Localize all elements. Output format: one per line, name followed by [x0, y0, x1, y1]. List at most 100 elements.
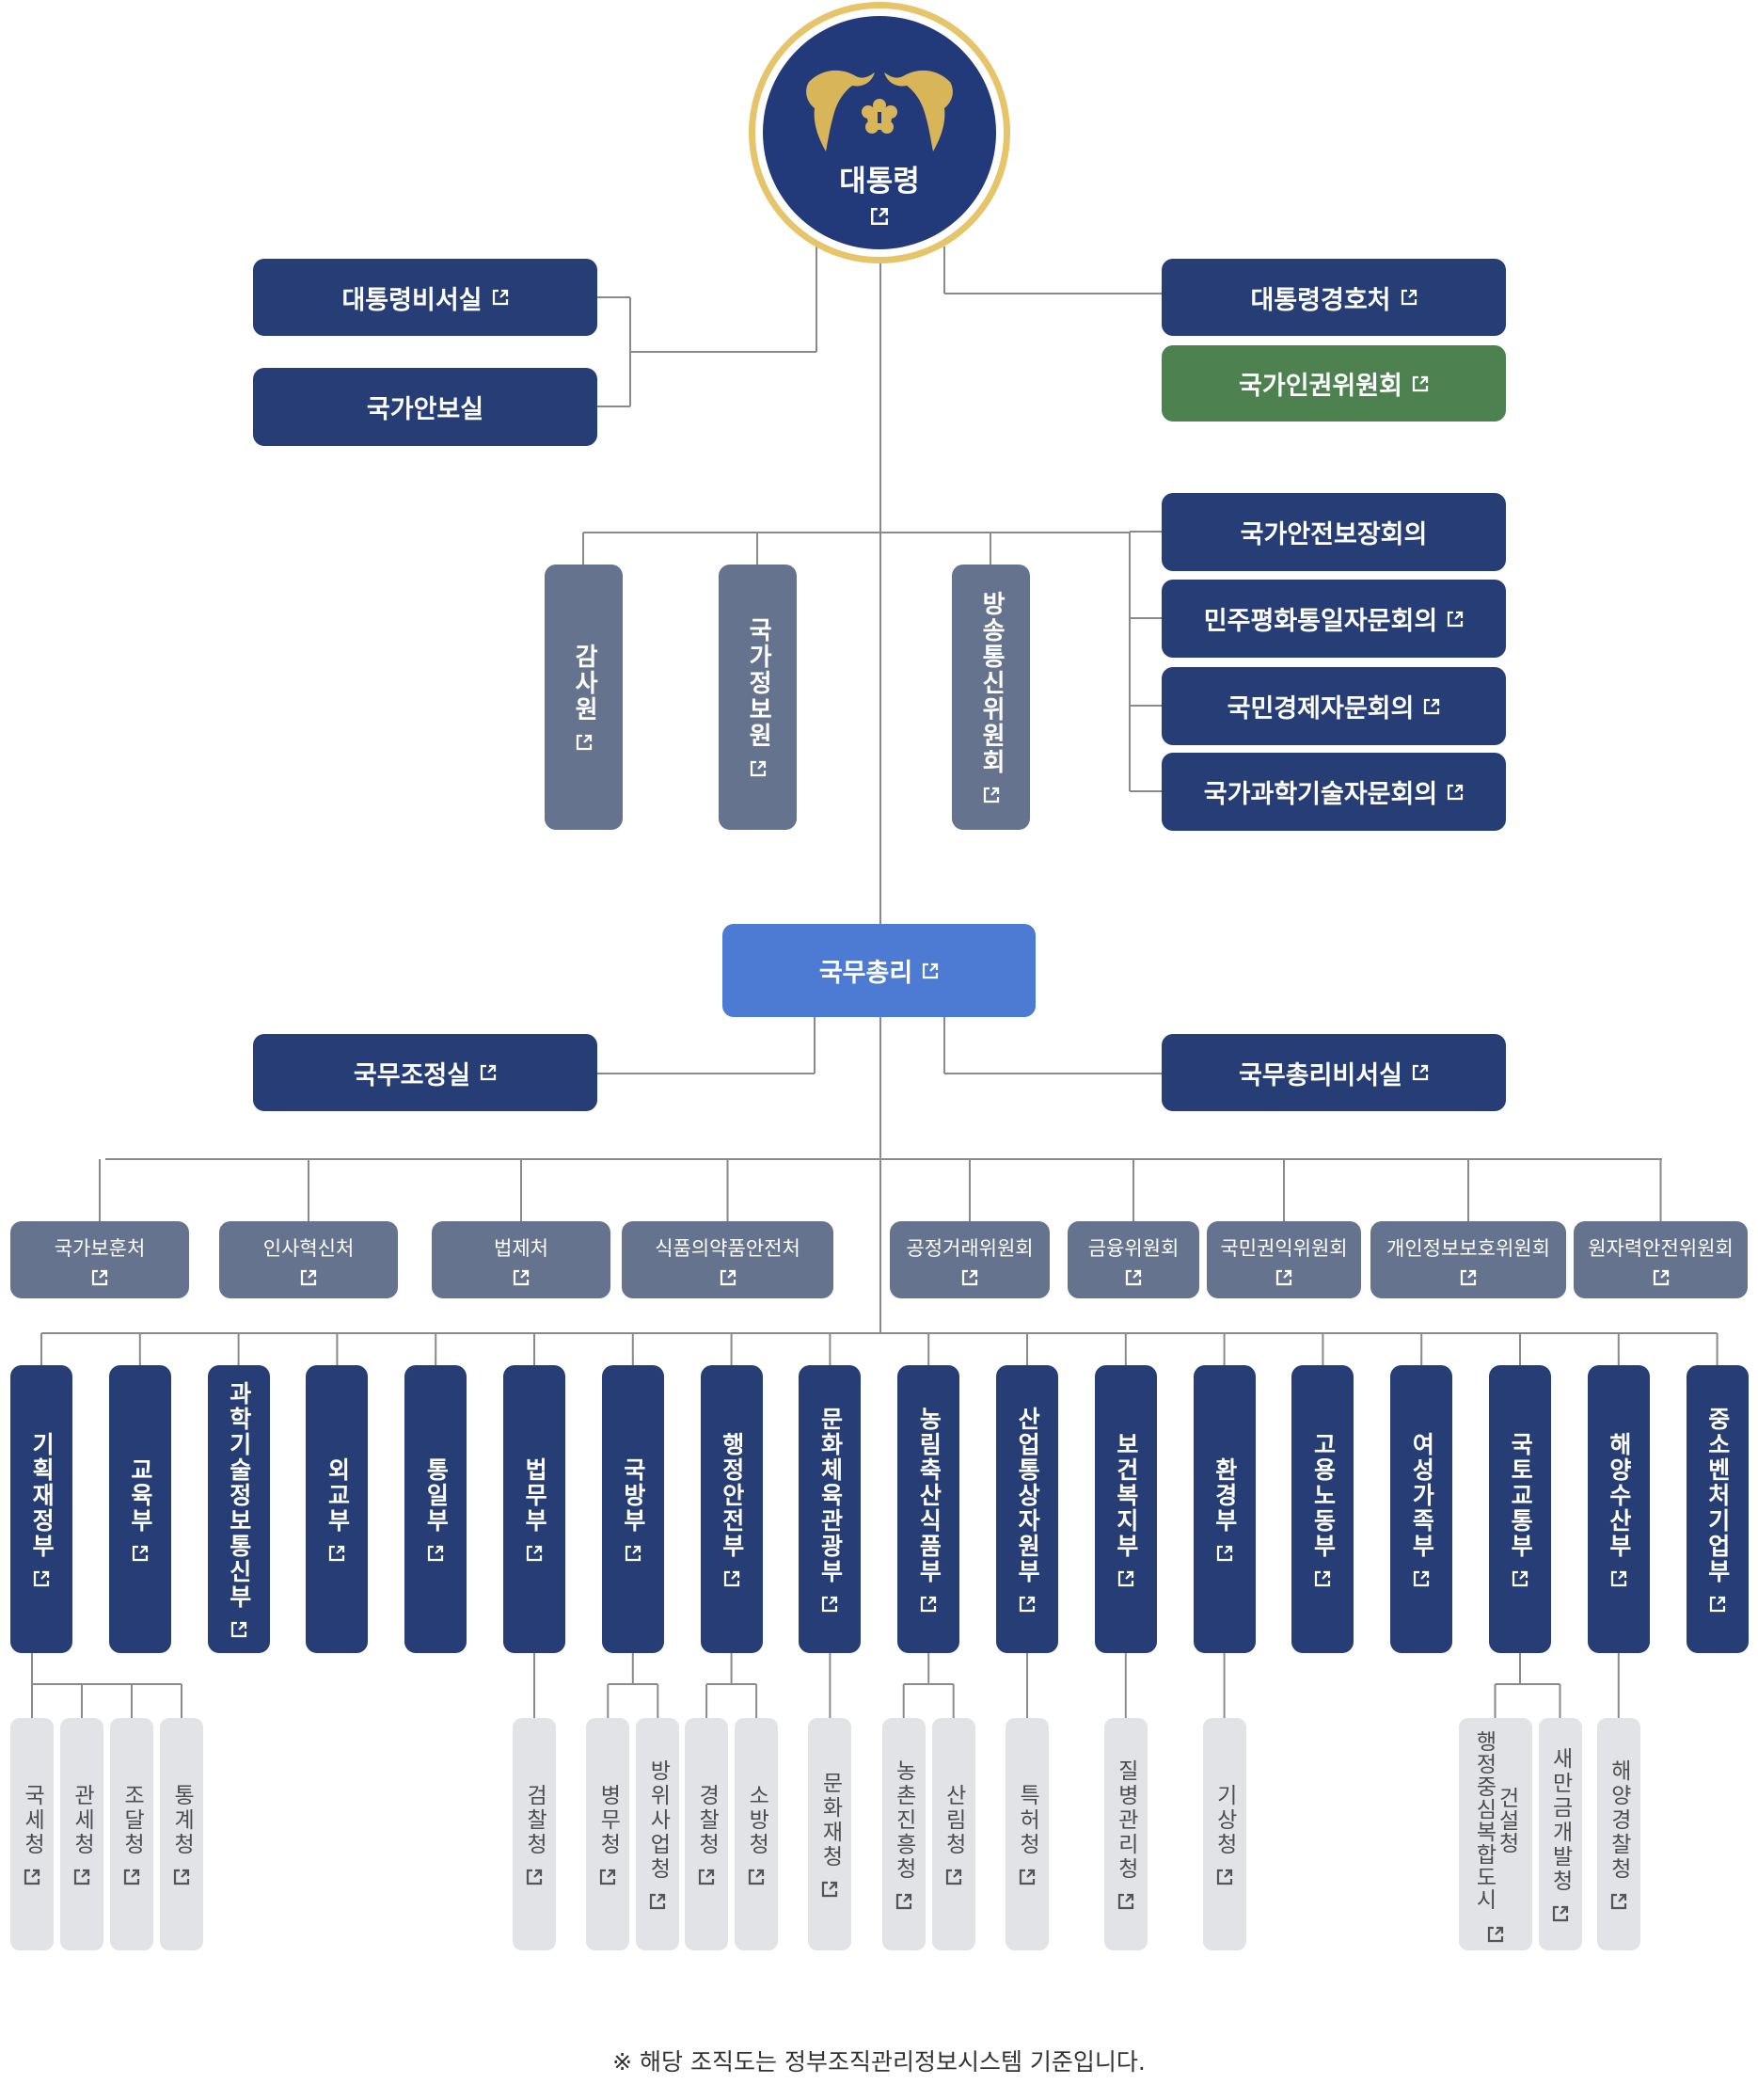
ministry-node-4[interactable]: 통일부 — [404, 1365, 467, 1653]
external-link-icon — [1610, 1893, 1627, 1910]
external-link-icon — [983, 787, 1000, 803]
ministry-node-16[interactable]: 해양수산부 — [1587, 1365, 1650, 1653]
external-link-icon — [24, 1869, 40, 1885]
ministry-node-3[interactable]: 외교부 — [306, 1365, 369, 1653]
ministry-node-17[interactable]: 중소벤처기업부 — [1686, 1365, 1749, 1653]
external-link-icon — [526, 1869, 543, 1885]
agency-node-9-1[interactable]: 산림청 — [931, 1718, 975, 1950]
agency-node-9-1-label: 산림청 — [941, 1783, 966, 1857]
ministry-node-14[interactable]: 여성가족부 — [1390, 1365, 1453, 1653]
agency-node-0-2-label: 조달청 — [119, 1783, 145, 1857]
pm-body-node-4[interactable]: 공정거래위원회 — [890, 1221, 1050, 1298]
ministry-node-14-label: 여성가족부 — [1408, 1431, 1436, 1559]
independent-node-1[interactable]: 국가정보원 — [719, 565, 797, 830]
office-node-presidential-secretariat[interactable]: 대통령비서실 — [253, 259, 597, 336]
agency-node-15-1-label: 새만금개발청 — [1547, 1746, 1573, 1894]
agency-node-7-1[interactable]: 소방청 — [735, 1718, 779, 1950]
ministry-node-8[interactable]: 문화체육관광부 — [799, 1365, 862, 1653]
ministry-node-1[interactable]: 교육부 — [108, 1365, 171, 1653]
agency-node-10-0[interactable]: 특허청 — [1006, 1718, 1049, 1950]
external-link-icon — [750, 760, 767, 777]
agency-node-0-1[interactable]: 관세청 — [60, 1718, 103, 1950]
office-node-national-security-office[interactable]: 국가안보실 — [253, 368, 597, 446]
agency-node-9-0-label: 농촌진흥청 — [891, 1758, 916, 1882]
external-link-icon — [1512, 1570, 1528, 1587]
agency-node-6-0[interactable]: 병무청 — [586, 1718, 630, 1950]
agency-node-11-0-label: 질병관리청 — [1113, 1758, 1138, 1882]
office-node-pm-coordination[interactable]: 국무조정실 — [253, 1034, 597, 1111]
external-link-icon — [1117, 1570, 1134, 1587]
ministry-node-11[interactable]: 보건복지부 — [1094, 1365, 1157, 1653]
external-link-icon — [1314, 1570, 1331, 1587]
external-link-icon — [1653, 1269, 1670, 1286]
ministry-node-13[interactable]: 고용노동부 — [1291, 1365, 1354, 1653]
office-node-pm-secretariat[interactable]: 국무총리비서실 — [1162, 1034, 1506, 1111]
pm-body-node-3[interactable]: 식품의약품안전처 — [622, 1221, 833, 1298]
ministry-node-6[interactable]: 국방부 — [601, 1365, 664, 1653]
agency-node-7-0-label: 경찰청 — [694, 1783, 720, 1857]
pm-body-node-8[interactable]: 원자력안전위원회 — [1574, 1221, 1748, 1298]
council-node-2[interactable]: 국민경제자문회의 — [1162, 667, 1506, 745]
pm-body-node-2-label: 법제처 — [494, 1237, 548, 1260]
external-link-icon — [720, 1269, 736, 1286]
external-link-icon — [132, 1545, 149, 1562]
pm-body-node-6[interactable]: 국민권익위원회 — [1207, 1221, 1361, 1298]
ministry-node-2[interactable]: 과학기술정보통신부 — [207, 1365, 270, 1653]
agency-node-11-0[interactable]: 질병관리청 — [1103, 1718, 1148, 1950]
agency-node-5-0[interactable]: 검찰청 — [513, 1718, 556, 1950]
council-node-1[interactable]: 민주평화통일자문회의 — [1162, 580, 1506, 658]
pm-body-node-7-label: 개인정보보호위원회 — [1386, 1237, 1550, 1260]
agency-node-0-3[interactable]: 통계청 — [160, 1718, 203, 1950]
president-node[interactable]: 대통령 — [749, 2, 1010, 263]
agency-node-15-0[interactable]: 행정중심복합도시건설청 — [1458, 1718, 1532, 1950]
agency-node-16-0[interactable]: 해양경찰청 — [1596, 1718, 1640, 1950]
agency-node-7-0[interactable]: 경찰청 — [685, 1718, 729, 1950]
agency-node-8-0[interactable]: 문화재청 — [808, 1718, 852, 1950]
pm-body-node-0-label: 국가보훈처 — [54, 1237, 146, 1260]
external-link-icon — [576, 734, 593, 751]
council-node-0[interactable]: 국가안전보장회의 — [1162, 493, 1506, 571]
office-node-presidential-security-service[interactable]: 대통령경호처 — [1162, 259, 1506, 336]
office-node-human-rights-commission[interactable]: 국가인권위원회 — [1162, 345, 1506, 422]
external-link-icon — [173, 1869, 190, 1885]
pm-body-node-7[interactable]: 개인정보보호위원회 — [1370, 1221, 1566, 1298]
council-node-3-label: 국가과학기술자문회의 — [1203, 780, 1438, 809]
agency-node-8-0-label: 문화재청 — [817, 1771, 843, 1869]
agency-node-0-1-label: 관세청 — [70, 1783, 95, 1857]
agency-node-9-0[interactable]: 농촌진흥청 — [881, 1718, 926, 1950]
ministry-node-12[interactable]: 환경부 — [1193, 1365, 1256, 1653]
ministry-node-15[interactable]: 국토교통부 — [1489, 1365, 1551, 1653]
external-link-icon — [1460, 1269, 1477, 1286]
agency-node-12-0[interactable]: 기상청 — [1202, 1718, 1246, 1950]
external-link-icon — [480, 1064, 497, 1081]
agency-node-0-2[interactable]: 조달청 — [110, 1718, 153, 1950]
pm-body-node-0[interactable]: 국가보훈처 — [10, 1221, 189, 1298]
independent-node-2-label: 방송통신위원회 — [977, 591, 1006, 775]
ministry-node-7[interactable]: 행정안전부 — [700, 1365, 763, 1653]
pm-body-node-2[interactable]: 법제처 — [432, 1221, 610, 1298]
pm-body-node-6-label: 국민권익위원회 — [1220, 1237, 1348, 1260]
external-link-icon — [870, 207, 889, 226]
ministry-node-0[interactable]: 기획재정부 — [10, 1365, 72, 1653]
ministry-node-9[interactable]: 농림축산식품부 — [897, 1365, 960, 1653]
agency-node-6-1[interactable]: 방위사업청 — [636, 1718, 680, 1950]
ministry-node-10[interactable]: 산업통상자원부 — [996, 1365, 1058, 1653]
pm-body-node-1[interactable]: 인사혁신처 — [219, 1221, 398, 1298]
ministry-node-2-label: 과학기술정보통신부 — [225, 1380, 253, 1610]
external-link-icon — [1447, 784, 1464, 801]
council-node-3[interactable]: 국가과학기술자문회의 — [1162, 753, 1506, 831]
external-link-icon — [821, 1881, 838, 1898]
agency-node-15-1[interactable]: 새만금개발청 — [1538, 1718, 1582, 1950]
agency-node-7-1-label: 소방청 — [744, 1783, 769, 1857]
prime-minister-node[interactable]: 국무총리 — [722, 924, 1036, 1017]
pm-body-node-5[interactable]: 금융위원회 — [1068, 1221, 1199, 1298]
agency-node-0-0[interactable]: 국세청 — [10, 1718, 54, 1950]
independent-node-2[interactable]: 방송통신위원회 — [952, 565, 1030, 830]
external-link-icon — [649, 1893, 666, 1910]
ministry-node-5[interactable]: 법무부 — [503, 1365, 565, 1653]
office-node-presidential-secretariat-label: 대통령비서실 — [341, 285, 483, 315]
independent-node-0[interactable]: 감사원 — [545, 565, 623, 830]
ministry-node-4-label: 통일부 — [422, 1456, 451, 1534]
ministry-node-5-label: 법무부 — [521, 1456, 549, 1534]
office-node-presidential-security-service-label: 대통령경호처 — [1250, 285, 1391, 315]
